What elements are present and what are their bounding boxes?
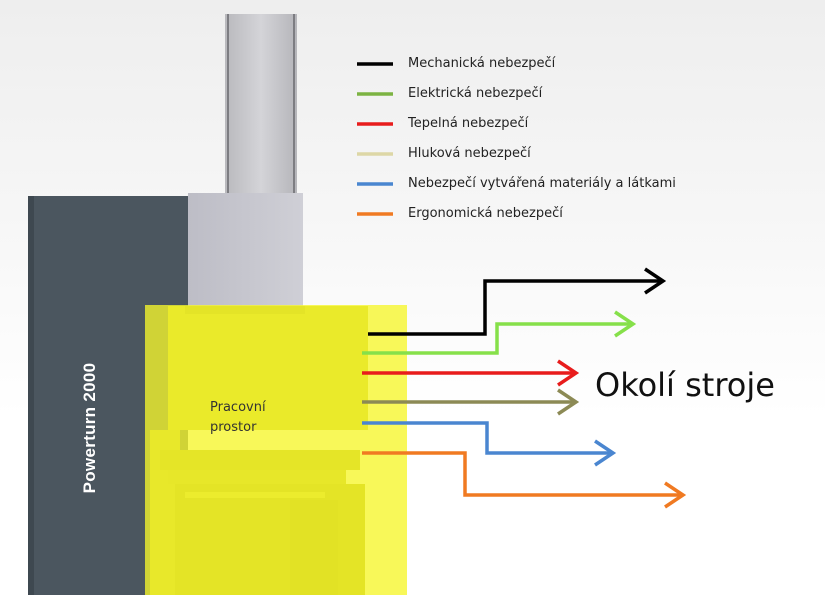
arrow-materials [362, 421, 617, 467]
machine-name-label: Powerturn 2000 [80, 362, 99, 494]
spindle-head [188, 193, 303, 308]
legend-label-mechanical: Mechanická nebezpečí [408, 56, 556, 71]
arrow-mechanical [368, 267, 667, 336]
legend-label-electrical: Elektrická nebezpečí [408, 86, 543, 101]
legend-label-ergonomic: Ergonomická nebezpečí [408, 206, 563, 221]
surroundings-label: Okolí stroje [595, 366, 775, 404]
work-area-label-line1: Pracovní [210, 400, 266, 415]
work-area-label-line2: prostor [210, 420, 257, 435]
arrow-electrical [362, 310, 637, 355]
legend-label-noise: Hluková nebezpečí [408, 146, 531, 161]
spindle-column [225, 14, 297, 196]
arrow-noise [362, 388, 580, 416]
work-area-label: Pracovní prostor [210, 398, 300, 438]
arrow-ergonomic [362, 451, 687, 509]
legend-label-thermal: Tepelná nebezpečí [408, 116, 529, 131]
arrow-thermal [362, 359, 580, 387]
legend-label-materials: Nebezpečí vytvářená materiály a látkami [408, 176, 676, 191]
work-area-highlight [145, 305, 407, 595]
legend-samples [357, 62, 393, 216]
